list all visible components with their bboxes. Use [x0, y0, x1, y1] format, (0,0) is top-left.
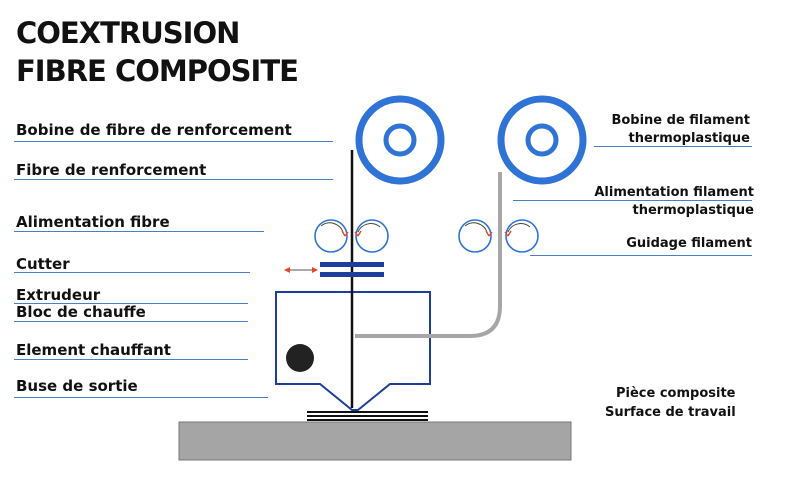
fibre-spool-icon	[355, 95, 445, 185]
heating-element-icon	[286, 344, 314, 372]
extruder-block	[275, 291, 431, 411]
thermo-feed-roller-left-icon	[458, 219, 493, 253]
label-surface-travail: Surface de travail	[605, 405, 736, 420]
label-bloc-chauffe: Bloc de chauffe	[16, 303, 146, 321]
label-cutter: Cutter	[16, 255, 70, 273]
title-line-1: COEXTRUSION	[16, 16, 240, 50]
label-bobine-fibre: Bobine de fibre de renforcement	[16, 121, 292, 139]
label-bobine-thermo-line2: thermoplastique	[628, 131, 751, 146]
label-bobine-thermo-line1: Bobine de filament	[611, 113, 750, 128]
label-alim-thermo: Alimentation filament thermoplastique	[594, 184, 754, 220]
composite-part-layers	[307, 411, 428, 421]
label-alim-thermo-line2: thermoplastique	[632, 203, 755, 218]
thermoplastic-filament-line	[355, 172, 502, 338]
label-buse-sortie: Buse de sortie	[16, 377, 138, 395]
right-leader-lines	[513, 146, 752, 256]
thermoplastic-spool-icon	[497, 95, 587, 185]
label-alim-thermo-line1: Alimentation filament	[594, 185, 754, 200]
left-leader-lines	[14, 141, 333, 398]
diagram-title: COEXTRUSION FIBRE COMPOSITE	[16, 14, 299, 90]
fibre-feed-roller-left-icon	[314, 219, 349, 253]
label-bobine-thermo: Bobine de filament thermoplastique	[611, 112, 750, 148]
cutter-icon	[284, 262, 384, 277]
label-element-chauffant: Element chauffant	[16, 341, 171, 359]
label-alimentation-fibre: Alimentation fibre	[16, 213, 170, 231]
label-guidage-filament: Guidage filament	[626, 236, 752, 251]
thermo-feed-roller-right-icon	[504, 219, 539, 253]
label-extrudeur: Extrudeur	[16, 286, 101, 304]
fibre-feed-roller-right-icon	[354, 219, 389, 253]
work-surface	[178, 421, 572, 461]
label-piece-composite: Pièce composite	[616, 386, 736, 401]
title-line-2: FIBRE COMPOSITE	[16, 54, 299, 88]
label-fibre-renforcement: Fibre de renforcement	[16, 161, 207, 179]
